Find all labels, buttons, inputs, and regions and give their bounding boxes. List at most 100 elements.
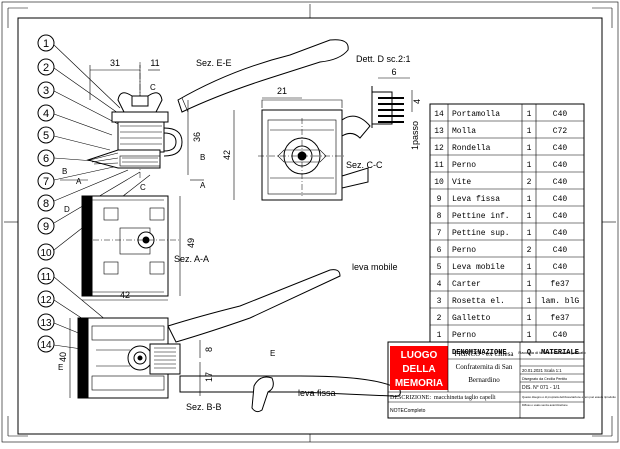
bom-cell-n: 14 [434, 110, 444, 119]
bom-cell-n: 8 [437, 212, 442, 221]
svg-text:6: 6 [43, 153, 49, 165]
bom-cell-name: Perno [452, 161, 476, 170]
label-sez-cc: Sez. C-C [346, 160, 383, 170]
section-cc-view: 21 42 Sez. C-C [222, 86, 383, 201]
bom-cell-q: 1 [527, 110, 532, 119]
title-rights-2: Diffuso o usato senza autorizzazione [522, 403, 568, 407]
bom-cell-q: 1 [527, 127, 532, 136]
bom-cell-q: 1 [527, 144, 532, 153]
callout-1: 1 [37, 34, 121, 109]
dim-4: 4 [412, 99, 422, 104]
bom-cell-n: 9 [437, 195, 442, 204]
callout-3: 3 [37, 81, 121, 126]
bom-cell-n: 5 [437, 263, 442, 272]
logo-line-2: DELLA [402, 364, 435, 375]
bom-cell-q: 1 [527, 195, 532, 204]
bom-cell-mat: C72 [553, 127, 568, 136]
callout-7: 7 [37, 165, 119, 190]
bom-cell-mat: C40 [553, 212, 568, 221]
mark-b-left: B [62, 167, 67, 176]
bom-cell-mat: C40 [553, 246, 568, 255]
bom-cell-name: Rondella [452, 144, 491, 153]
mark-b-right: B [200, 153, 205, 162]
label-leva-fissa: leva fissa [298, 388, 336, 398]
bom-cell-mat: fe37 [550, 280, 569, 289]
callout-2: 2 [37, 58, 126, 119]
label-leva-mobile-1: leva mobile [352, 262, 398, 272]
bom-header-mat: MATERIALE [541, 349, 579, 357]
svg-text:9: 9 [43, 221, 49, 233]
dim-40: 40 [58, 352, 68, 362]
desc-value: macchinetta taglio capelli [434, 395, 496, 401]
bom-cell-name: Leva mobile [452, 263, 505, 272]
dim-31: 31 [110, 58, 120, 68]
dim-49: 49 [186, 238, 196, 248]
mark-c-top: C [150, 83, 156, 92]
callout-8: 8 [37, 169, 129, 212]
bom-cell-name: Rosetta el. [452, 297, 505, 306]
note-value: Completo [404, 408, 426, 414]
bom-cell-n: 11 [434, 161, 444, 170]
mark-e-left: E [58, 363, 63, 372]
title-block: LUOGO DELLA MEMORIA FRINCO - ex Chiesa C… [387, 341, 616, 419]
svg-text:10: 10 [40, 248, 52, 259]
label-dett-d: Dett. D sc.2:1 [356, 54, 411, 64]
callout-4: 4 [37, 104, 113, 136]
svg-text:14: 14 [40, 340, 52, 351]
bom-cell-n: 6 [437, 246, 442, 255]
svg-text:12: 12 [40, 295, 52, 306]
detail-d-view: Dett. D sc.2:1 6 4 1passo [356, 54, 422, 150]
bom-cell-mat: fe37 [550, 314, 569, 323]
svg-text:13: 13 [40, 318, 52, 329]
bom-cell-mat: lam. blG [541, 297, 580, 306]
bom-header-name: DENOMINAZIONE [452, 349, 507, 357]
label-sez-aa: Sez. A-A [174, 254, 209, 264]
dim-42-cc: 42 [222, 150, 232, 160]
org-line-3: Bernardino [468, 376, 500, 384]
bom-cell-name: Vite [452, 178, 471, 187]
mark-e-right: E [270, 349, 275, 358]
bom-cell-q: 1 [527, 229, 532, 238]
bom-cell-name: Galletto [452, 314, 491, 323]
bom-cell-q: 1 [527, 263, 532, 272]
bom-cell-q: 2 [527, 246, 532, 255]
bom-cell-name: Pettine inf. [452, 212, 510, 221]
dim-11: 11 [150, 58, 159, 68]
svg-text:4: 4 [43, 108, 49, 120]
svg-text:8: 8 [43, 198, 49, 210]
mark-a-right: A [200, 181, 206, 190]
bom-cell-n: 13 [434, 127, 444, 136]
section-aa-view: 49 Sez. A-A 42 [81, 195, 209, 301]
section-bb-view: 40 8 17 Sez. B-B E E [58, 317, 275, 412]
svg-text:7: 7 [43, 176, 49, 188]
note-label: NOTE: [390, 408, 405, 414]
bom-cell-name: Carter [452, 280, 481, 289]
logo-line-1: LUOGO [401, 350, 438, 361]
bom-cell-mat: C40 [553, 263, 568, 272]
label-sez-bb: Sez. B-B [186, 402, 222, 412]
org-line-2: Confraternita di San [456, 363, 513, 371]
bom-cell-q: 1 [527, 280, 532, 289]
svg-text:5: 5 [43, 130, 49, 142]
lever-top-view [177, 39, 349, 113]
mark-d: D [64, 205, 70, 214]
bom-cell-mat: C40 [553, 144, 568, 153]
bom-cell-q: 1 [527, 161, 532, 170]
label-sez-ee: Sez. E-E [196, 58, 232, 68]
bom-cell-mat: C40 [553, 195, 568, 204]
dim-8: 8 [204, 347, 214, 352]
bom-cell-n: 7 [437, 229, 442, 238]
svg-text:11: 11 [41, 272, 52, 283]
bom-cell-mat: C40 [553, 229, 568, 238]
bom-cell-name: Perno [452, 331, 476, 340]
bom-cell-q: 1 [527, 297, 532, 306]
title-dwg-no: DIS. N° 071 - 1/1 [522, 385, 560, 391]
logo-box [390, 346, 448, 390]
bom-cell-q: 1 [527, 212, 532, 221]
bom-cell-name: Molla [452, 127, 476, 136]
callout-5: 5 [37, 126, 111, 151]
title-rights-1: Questo disegno è di proprietà dell'Assoc… [522, 395, 616, 399]
levers-bottom-view: leva mobile leva fissa [167, 262, 401, 413]
mark-a-left: A [76, 177, 82, 186]
